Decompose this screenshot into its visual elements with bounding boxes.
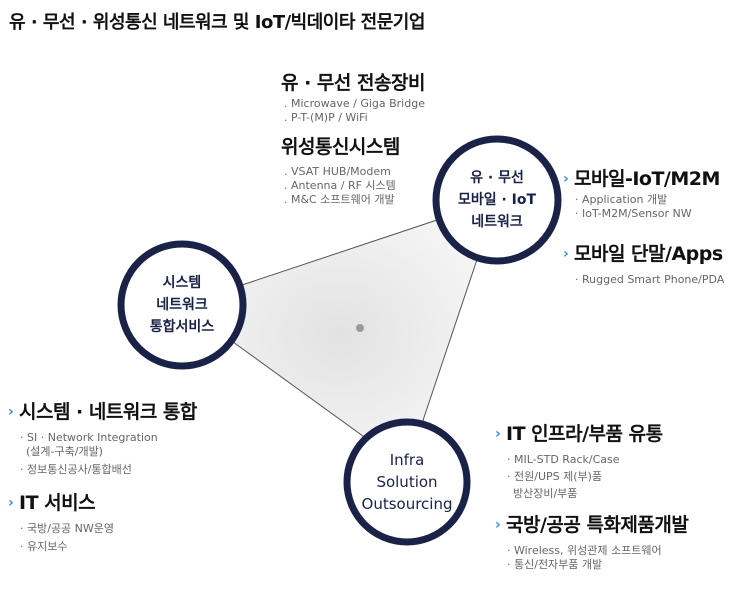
node-circle-bottom <box>343 418 471 546</box>
center-dot <box>356 324 364 332</box>
node-circle-left <box>117 240 247 370</box>
item-telecom-work: · 정보통신공사/통합배선 <box>20 463 132 476</box>
heading-mobile-iot: 모바일-IoT/M2M <box>563 166 720 192</box>
node-left-line-1: 시스템 <box>162 275 202 291</box>
item-ptmp: . P-T-(M)P / WiFi <box>284 111 368 124</box>
page-title: 유 · 무선 · 위성통신 네트워크 및 IoT/빅데이타 전문기업 <box>9 12 425 33</box>
node-bottom-line-1: Infra <box>389 451 425 469</box>
item-microwave: . Microwave / Giga Bridge <box>284 97 425 110</box>
node-top-line-1: 유 · 무선 <box>470 170 524 186</box>
group-mobile-iot: 모바일-IoT/M2M · Application 개발 · IoT-M2M/S… <box>563 166 720 227</box>
item-milstd-rack: · MIL-STD Rack/Case <box>507 453 620 466</box>
heading-satellite: 위성통신시스템 <box>281 136 400 158</box>
item-maintenance: · 유지보수 <box>20 540 68 553</box>
item-antenna: . Antenna / RF 시스템 <box>284 179 396 192</box>
node-label-top: 유 · 무선 모바일 · IoT 네트워크 <box>458 167 536 233</box>
group-it-service: IT 서비스 · 국방/공공 NW운영 · 유지보수 <box>8 490 114 560</box>
heading-wired-wireless: 유 · 무선 전송장비 <box>281 72 425 94</box>
item-rugged-phone: · Rugged Smart Phone/PDA <box>575 273 725 286</box>
node-top-line-3: 네트워크 <box>471 214 523 230</box>
group-it-infra: IT 인프라/부품 유통 · MIL-STD Rack/Case · 전원/UP… <box>495 421 663 507</box>
heading-mobile-terminal: 모바일 단말/Apps <box>563 241 724 267</box>
node-label-left: 시스템 네트워크 통합서비스 <box>150 272 214 338</box>
item-wireless-software: · Wireless, 위성관제 소프트웨어 <box>507 544 662 557</box>
heading-defense: 국방/공공 특화제품개발 <box>495 512 689 538</box>
item-mc-software: . M&C 소프트웨어 개발 <box>284 193 395 206</box>
node-label-bottom: Infra Solution Outsourcing <box>362 449 453 515</box>
item-power-ups: · 전원/UPS 제(부)품 <box>507 470 603 483</box>
node-top-line-2: 모바일 · IoT <box>457 192 537 208</box>
group-satellite: 위성통신시스템 . VSAT HUB/Modem . Antenna / RF … <box>281 134 400 213</box>
triangle-area <box>182 200 497 468</box>
group-wired-wireless: 유 · 무선 전송장비 . Microwave / Giga Bridge . … <box>281 70 425 131</box>
item-defense-equipment: 방산장비/부품 <box>513 487 578 500</box>
item-electronic-parts: · 통신/전자부품 개발 <box>507 558 603 571</box>
node-bottom-line-2: Solution <box>376 473 438 491</box>
item-application: · Application 개발 <box>575 193 668 206</box>
item-defense-nw: · 국방/공공 NW운영 <box>20 522 115 535</box>
group-defense: 국방/공공 특화제품개발 · Wireless, 위성관제 소프트웨어 · 통신… <box>495 512 689 578</box>
group-mobile-terminal: 모바일 단말/Apps · Rugged Smart Phone/PDA <box>563 241 724 293</box>
node-circle-top <box>432 135 562 265</box>
group-system-network: 시스템 · 네트워크 통합 · SI · Network Integration… <box>8 399 197 483</box>
heading-system-network: 시스템 · 네트워크 통합 <box>8 399 197 425</box>
node-bottom-line-3: Outsourcing <box>361 495 453 513</box>
node-left-line-3: 통합서비스 <box>149 319 215 335</box>
item-iot-m2m: · IoT-M2M/Sensor NW <box>575 207 692 220</box>
item-si-network: · SI · Network Integration <box>20 431 158 444</box>
item-vsat: . VSAT HUB/Modem <box>284 165 391 178</box>
heading-it-service: IT 서비스 <box>8 490 114 516</box>
item-design-build: (설계-구축/개발) <box>26 445 103 458</box>
heading-it-infra: IT 인프라/부품 유통 <box>495 421 663 447</box>
node-left-line-2: 네트워크 <box>156 297 208 313</box>
